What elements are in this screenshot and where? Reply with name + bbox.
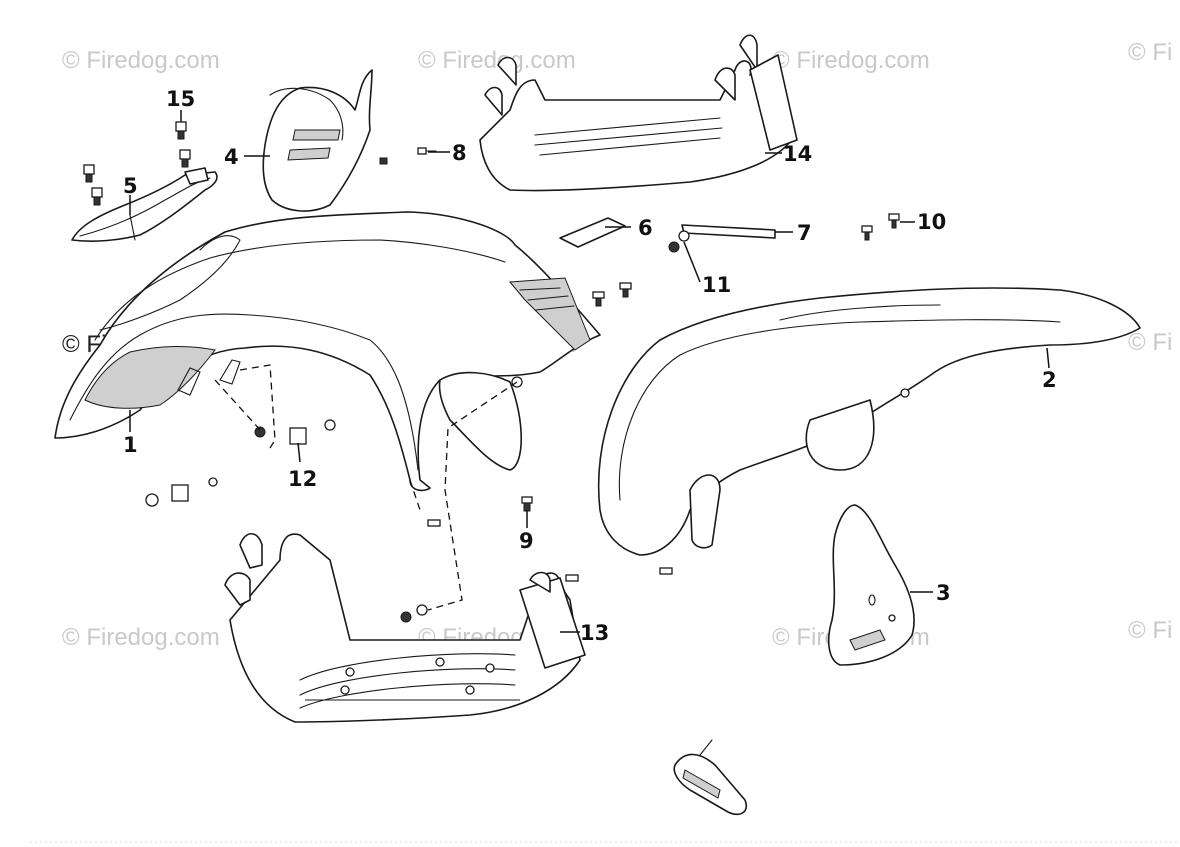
screw-icon (175, 121, 187, 140)
watermark-text: © Firedog.com (772, 47, 930, 74)
clip-icon (289, 427, 307, 445)
screw-icon (619, 282, 632, 298)
leader-lines (129, 110, 1050, 633)
callout-6: 6 (638, 216, 653, 240)
callout-14: 14 (783, 142, 812, 166)
nut-icon (145, 493, 159, 507)
part-5-trim-strip (71, 167, 218, 242)
assembly-lines (214, 364, 518, 611)
nut-icon (208, 477, 218, 487)
screw-icon (659, 567, 673, 575)
callout-1: 1 (123, 433, 138, 457)
nut-icon (668, 230, 690, 253)
screw-icon (379, 157, 388, 165)
callout-2: 2 (1042, 368, 1057, 392)
screw-icon (91, 187, 103, 206)
screw-icon (888, 213, 900, 229)
screw-icon (179, 149, 191, 168)
nut-icon (324, 419, 336, 431)
screw-icon (521, 496, 533, 512)
screw-icon (83, 164, 95, 183)
part-3-side-cover (827, 504, 915, 666)
part-1-front-fender (54, 211, 601, 492)
part-6-pad (559, 217, 626, 248)
callout-5: 5 (123, 174, 138, 198)
nut-icon (254, 426, 266, 438)
screw-icon (427, 519, 441, 527)
callout-4: 4 (224, 145, 239, 169)
watermark-text: © Fi (1128, 617, 1172, 644)
callout-9: 9 (519, 529, 534, 553)
callout-7: 7 (797, 221, 812, 245)
callout-11: 11 (702, 273, 731, 297)
watermark-text: © Fi (1128, 329, 1172, 356)
watermark-text: © Firedog.com (62, 47, 220, 74)
callout-12: 12 (288, 467, 317, 491)
part-4-front-guard (262, 69, 373, 212)
screw-icon (565, 574, 579, 582)
fasteners (83, 121, 900, 623)
part-7-strip (681, 224, 776, 239)
callout-3: 3 (936, 581, 951, 605)
screw-icon (592, 291, 605, 307)
callout-labels: 1 2 3 4 5 6 7 8 9 10 11 12 13 14 15 (123, 87, 1057, 645)
callout-8: 8 (452, 141, 467, 165)
part-2-rear-fender (597, 287, 1141, 556)
part-14-rear-footrest (479, 34, 798, 192)
screw-icon (861, 225, 873, 241)
nut-icon (400, 604, 428, 623)
callout-13: 13 (580, 621, 609, 645)
part-bottom-clip (673, 739, 747, 816)
part-13-front-footrest (224, 532, 586, 723)
callout-15: 15 (166, 87, 195, 111)
callout-10: 10 (917, 210, 946, 234)
watermark-text: © Firedog.com (62, 624, 220, 651)
screw-icon (417, 147, 437, 155)
clip-icon (171, 484, 189, 502)
watermark-text: © Firedog.com (418, 47, 576, 74)
watermark-text: © Fi (1128, 39, 1172, 66)
